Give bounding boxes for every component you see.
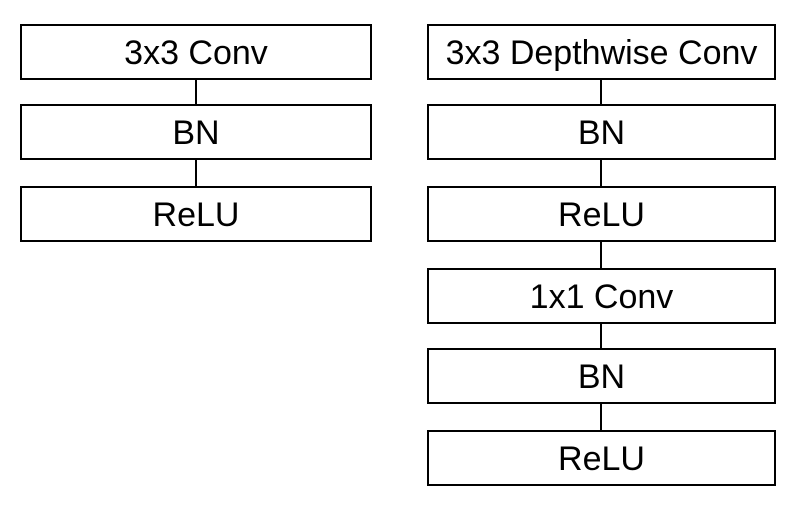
right-depthwise-conv-label: 3x3 Depthwise Conv [445, 34, 758, 72]
right-pointwise-conv-label: 1x1 Conv [529, 278, 674, 316]
right-relu-block-2: ReLU [427, 430, 776, 486]
left-connector-2 [195, 160, 197, 186]
left-bn-block: BN [20, 104, 372, 160]
left-connector-1 [195, 80, 197, 104]
right-pointwise-conv-block: 1x1 Conv [427, 268, 776, 324]
left-relu-label: ReLU [152, 196, 240, 234]
right-connector-2 [600, 160, 602, 186]
left-bn-label: BN [172, 114, 220, 152]
right-bn-block-1: BN [427, 104, 776, 160]
left-relu-block: ReLU [20, 186, 372, 242]
right-connector-3 [600, 242, 602, 268]
right-connector-4 [600, 324, 602, 348]
right-relu-label-1: ReLU [558, 196, 645, 234]
right-connector-1 [600, 80, 602, 104]
right-bn-block-2: BN [427, 348, 776, 404]
left-conv-block: 3x3 Conv [20, 24, 372, 80]
right-relu-block-1: ReLU [427, 186, 776, 242]
right-bn-label-2: BN [577, 358, 626, 396]
right-depthwise-conv-block: 3x3 Depthwise Conv [427, 24, 776, 80]
left-conv-label: 3x3 Conv [124, 34, 268, 72]
right-relu-label-2: ReLU [558, 440, 645, 478]
right-connector-5 [600, 404, 602, 430]
right-bn-label-1: BN [577, 114, 626, 152]
